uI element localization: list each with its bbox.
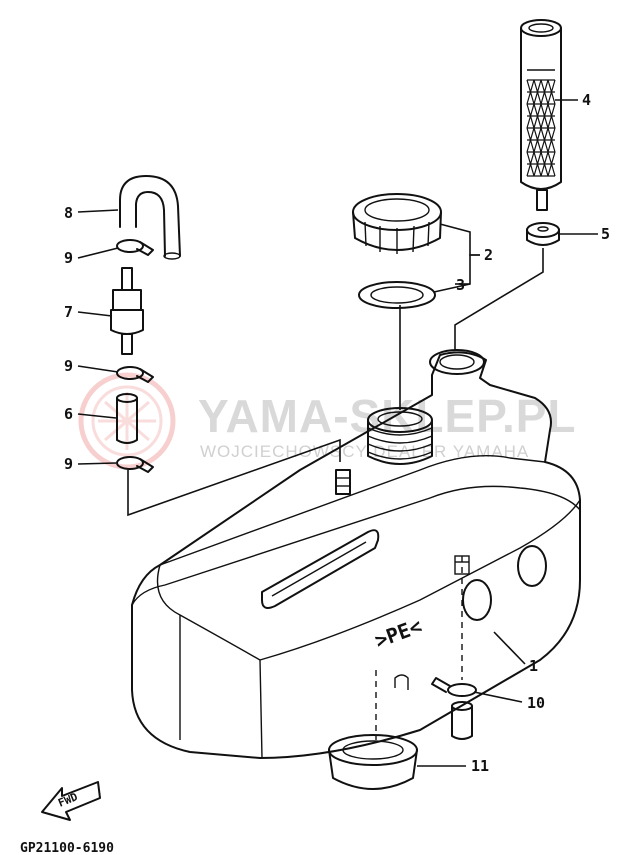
fuel-tank-cap-part-2 [352,193,442,254]
fuel-strainer-part-4 [520,19,562,211]
callout-11: 11 [471,757,489,775]
gasket-part-3 [358,281,436,309]
leader-lines [77,99,598,767]
fuel-hose-part-8 [119,175,181,260]
grommet-part-5 [526,222,560,246]
vent-nipple [454,555,470,575]
callout-9-bottom: 9 [64,455,73,473]
fuel-filter-part-7 [110,267,144,355]
callout-6: 6 [64,405,73,423]
callout-4: 4 [582,91,591,109]
drawing-code: GP21100-6190 [20,841,114,855]
callout-9-top: 9 [64,249,73,267]
callout-10: 10 [527,694,545,712]
callout-8: 8 [64,204,73,222]
watermark-subtitle: WOJCIECHOWSCY DEALER YAMAHA [200,442,529,461]
tank-cushion-part-11 [328,734,418,790]
callout-5: 5 [601,225,610,243]
tank-material-marking: >PE< [372,614,425,653]
tank-outlet-fitting [335,469,351,495]
fuel-tank-part-1: >PE< [131,349,581,759]
fwd-arrow-icon: FWD [41,781,101,821]
callout-7: 7 [64,303,73,321]
callout-labels: 1 2 3 4 5 6 7 8 9 9 9 10 11 [64,91,610,775]
joint-tube-part-6 [116,393,138,444]
callout-9-middle: 9 [64,357,73,375]
hose-clip-part-9-top [116,239,154,256]
hose-clip-part-9-middle [116,366,154,383]
vent-hose [451,701,473,740]
callout-1: 1 [529,657,538,675]
hose-clip-part-9-bottom [116,456,154,473]
watermark-logo [78,372,176,470]
callout-2: 2 [484,246,493,264]
clip-part-10 [431,677,477,697]
callout-3: 3 [456,276,465,294]
strainer-centerline [454,248,544,350]
hose-routing-line [127,438,341,517]
